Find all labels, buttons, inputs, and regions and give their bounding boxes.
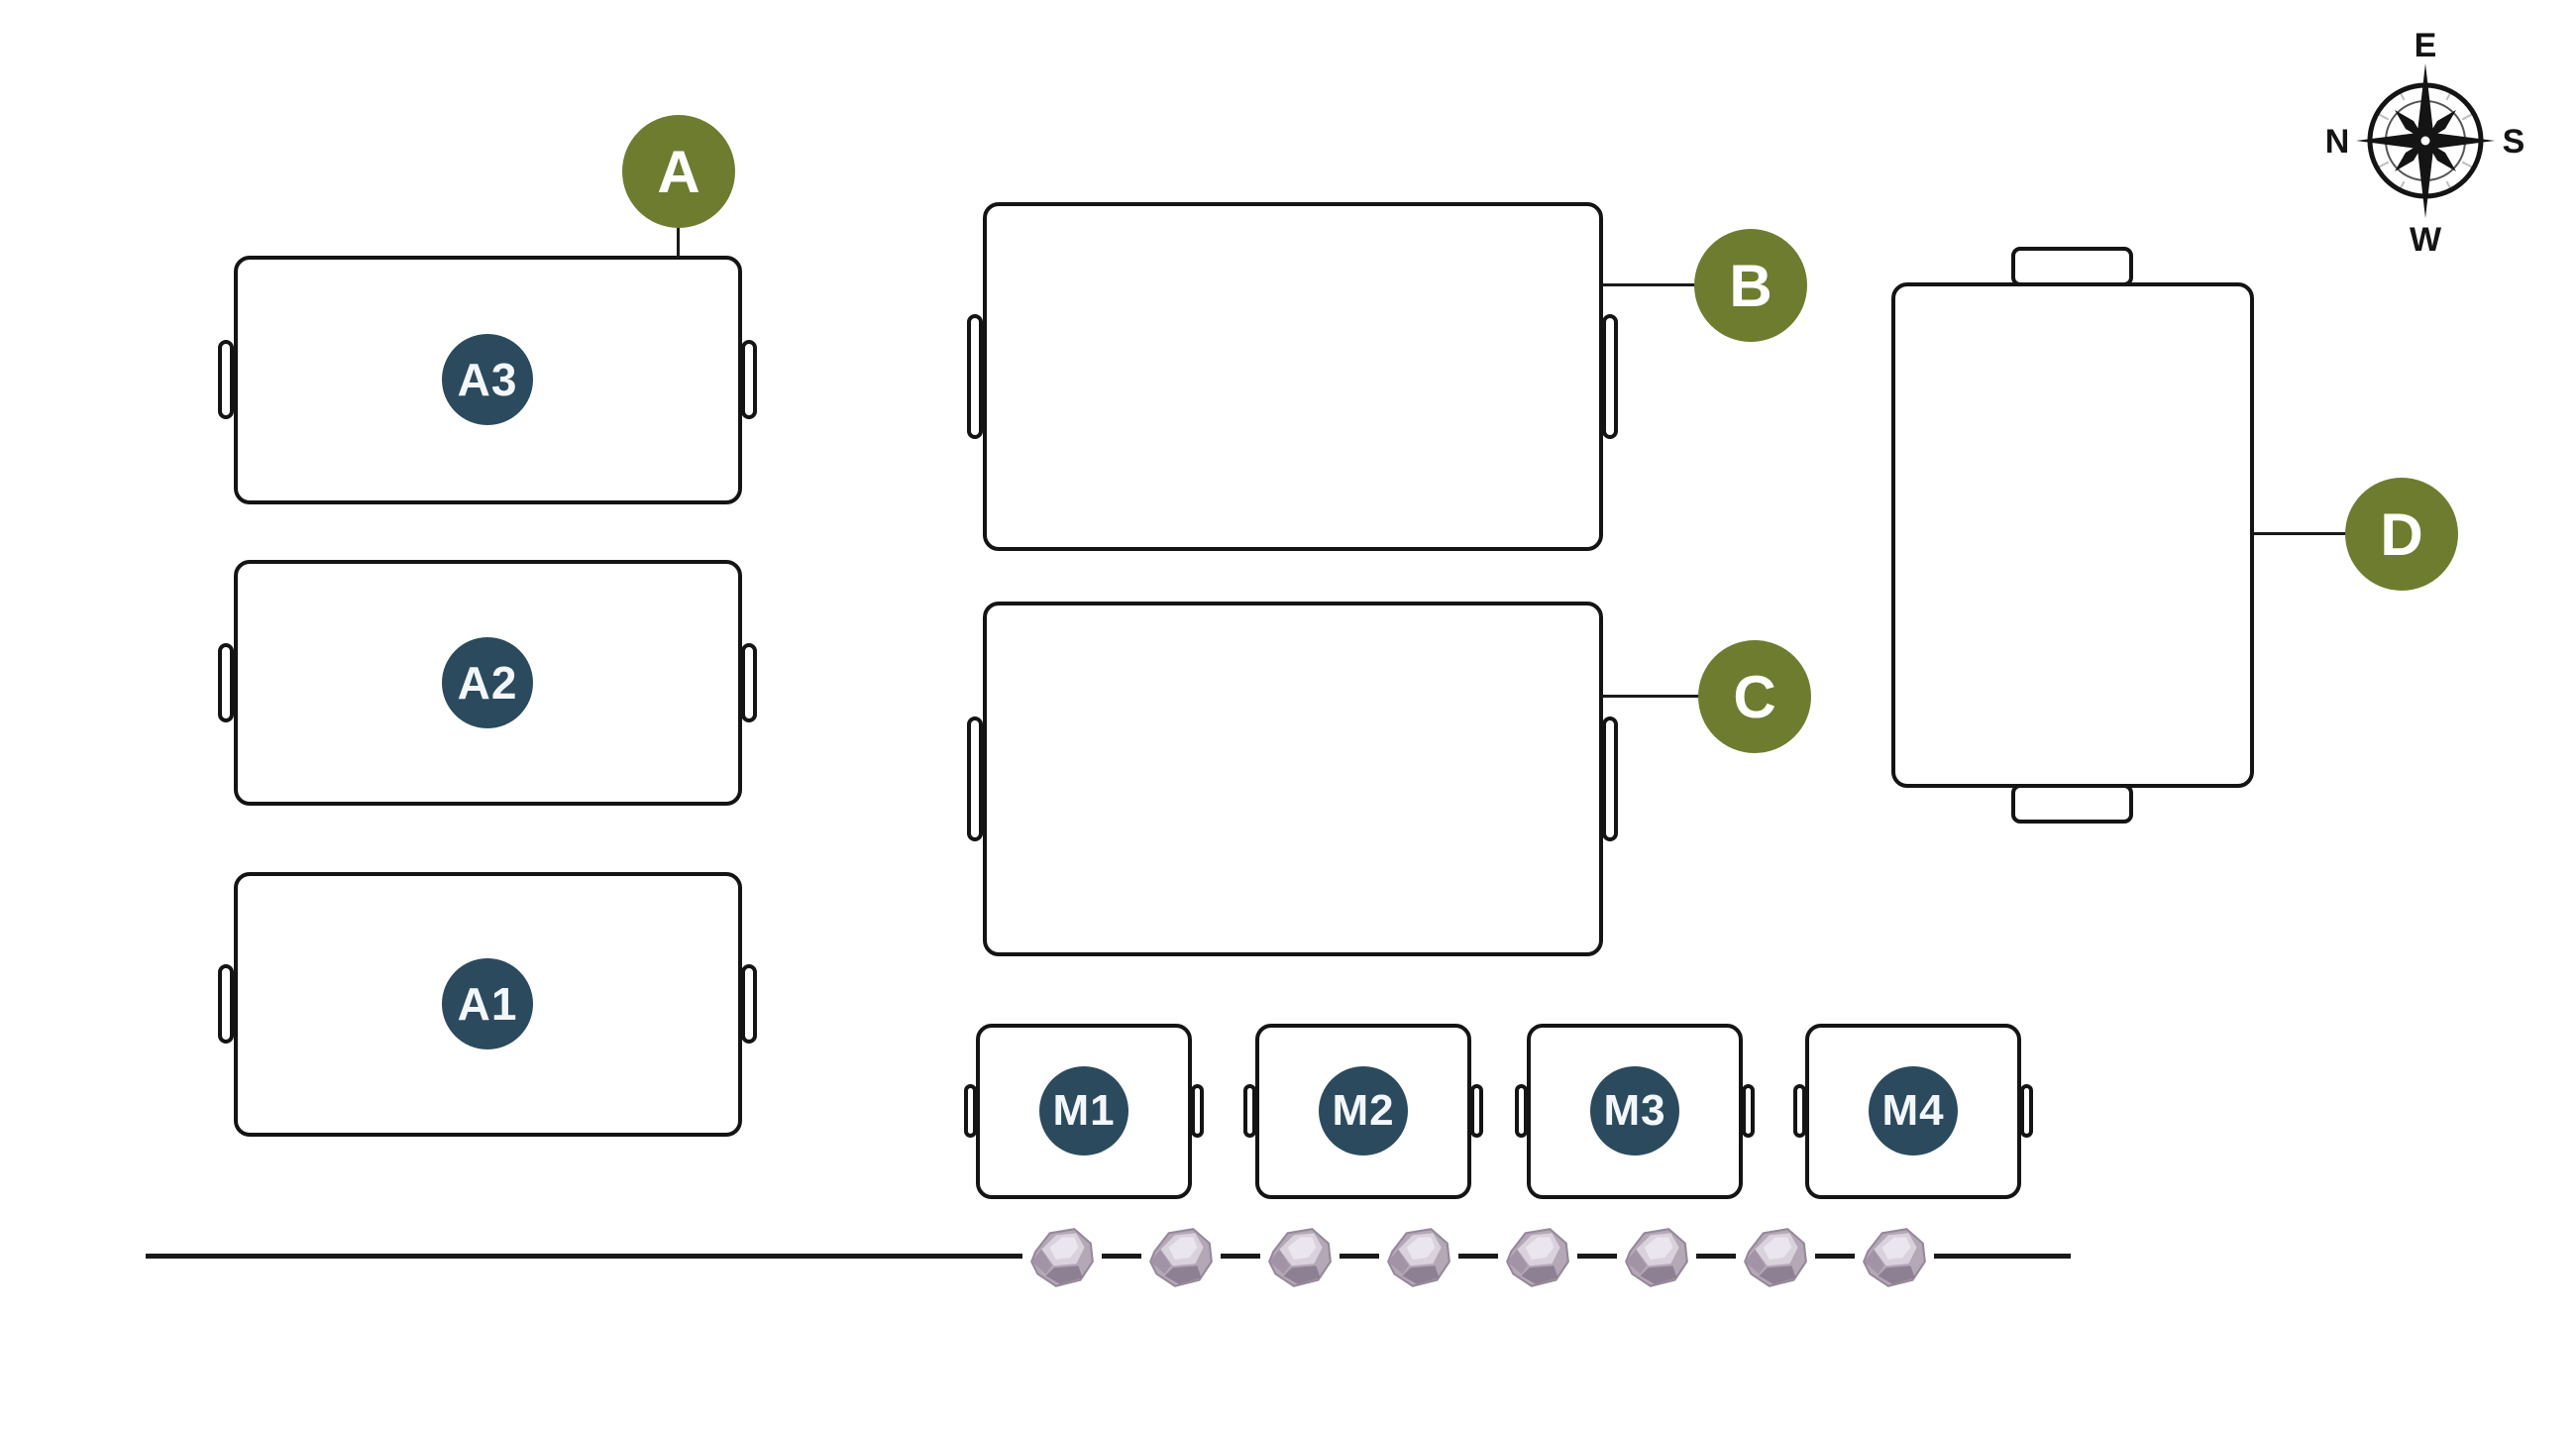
- ground-line-dash: [1577, 1254, 1617, 1259]
- bed-d: [1891, 282, 2254, 788]
- bed-c-right-handle: [1602, 716, 1618, 841]
- compass-right-letter: S: [2503, 123, 2525, 161]
- ground-line-dash: [1696, 1254, 1736, 1259]
- compass-bottom-letter: W: [2410, 221, 2442, 258]
- bed-a2-badge: A2: [442, 637, 533, 728]
- callout-d: D: [2345, 478, 2458, 591]
- bed-m1-right-handle: [1191, 1084, 1204, 1138]
- callout-a: A: [622, 115, 735, 228]
- bed-m3-left-handle: [1515, 1084, 1528, 1138]
- rock-icon: [1744, 1228, 1807, 1287]
- rock-icon: [1030, 1228, 1094, 1287]
- callout-b: B: [1694, 229, 1807, 342]
- rock-icon: [1625, 1228, 1688, 1287]
- bed-m2-left-handle: [1243, 1084, 1256, 1138]
- bed-d-bottom-tab: [2011, 784, 2133, 824]
- ground-line-dash: [1340, 1254, 1379, 1259]
- bed-a3-right-handle: [741, 340, 757, 419]
- bed-a1-right-handle: [741, 964, 757, 1044]
- bed-m3-right-handle: [1742, 1084, 1755, 1138]
- bed-m3-badge: M3: [1590, 1066, 1679, 1156]
- rock-icon: [1387, 1228, 1450, 1287]
- compass-left-letter: N: [2325, 123, 2350, 161]
- callout-c: C: [1698, 640, 1811, 753]
- bed-a2-right-handle: [741, 643, 757, 722]
- ground-line-left: [146, 1254, 1022, 1259]
- bed-m4-right-handle: [2020, 1084, 2033, 1138]
- bed-c: [983, 602, 1603, 956]
- bed-m2-badge: M2: [1319, 1066, 1408, 1156]
- rock-icon: [1268, 1228, 1332, 1287]
- rock-icon: [1149, 1228, 1213, 1287]
- bed-a2-left-handle: [218, 643, 234, 722]
- bed-d-top-tab: [2011, 247, 2133, 286]
- ground-line-dash: [1221, 1254, 1260, 1259]
- bed-m1-badge: M1: [1039, 1066, 1128, 1156]
- bed-a1-badge: A1: [442, 958, 533, 1049]
- bed-m4-badge: M4: [1869, 1066, 1958, 1156]
- compass-top-letter: E: [2415, 27, 2437, 64]
- bed-c-left-handle: [967, 716, 983, 841]
- bed-m4-left-handle: [1793, 1084, 1806, 1138]
- callout-b-connector: [1601, 283, 1698, 286]
- bed-m1-left-handle: [964, 1084, 977, 1138]
- bed-a3-left-handle: [218, 340, 234, 419]
- bed-a1-left-handle: [218, 964, 234, 1044]
- bed-m2-right-handle: [1470, 1084, 1483, 1138]
- callout-d-connector: [2252, 532, 2349, 535]
- rock-icon: [1863, 1228, 1926, 1287]
- bed-b-right-handle: [1602, 314, 1618, 439]
- bed-b-left-handle: [967, 314, 983, 439]
- ground-line-dash: [1815, 1254, 1855, 1259]
- bed-b: [983, 202, 1603, 551]
- ground-line-dash: [1102, 1254, 1141, 1259]
- rock-icon: [1506, 1228, 1569, 1287]
- compass-rose-icon: E S W N: [2325, 27, 2525, 258]
- callout-c-connector: [1601, 695, 1702, 698]
- bed-a3-badge: A3: [442, 334, 533, 425]
- callout-a-connector: [677, 227, 680, 258]
- ground-line-dash: [1458, 1254, 1498, 1259]
- ground-line-right: [1934, 1254, 2071, 1259]
